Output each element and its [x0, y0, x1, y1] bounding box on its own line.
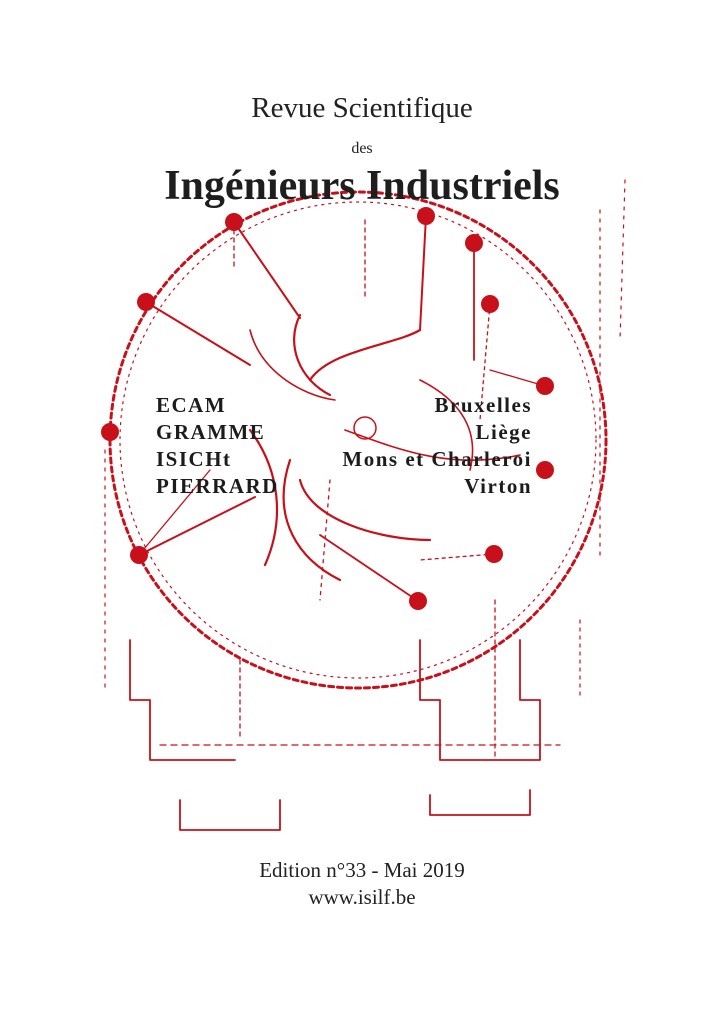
gear-inner-ring	[119, 201, 597, 679]
blade-1	[293, 313, 332, 397]
journal-title-line1: Revue Scientifique	[251, 92, 473, 124]
rod-11	[419, 553, 495, 561]
rod-10	[489, 369, 546, 387]
school-city: Mons et Charleroi	[342, 447, 532, 471]
website-link[interactable]: www.isilf.be	[308, 885, 416, 909]
pivot-dots	[101, 207, 554, 610]
rod-1	[233, 221, 301, 319]
blade-7	[344, 429, 521, 461]
center-hub	[353, 416, 377, 440]
journal-title-connector: des	[351, 140, 373, 157]
school-name: ECAM	[156, 393, 227, 417]
school-name: PIERRARD	[156, 474, 279, 498]
journal-title-main: Ingénieurs Industriels	[164, 163, 560, 209]
school-city: Liège	[475, 420, 532, 444]
school-city: Bruxelles	[434, 393, 532, 417]
rod-8	[138, 469, 211, 556]
base-left	[129, 639, 236, 761]
school-city: Virton	[464, 474, 532, 498]
base-right	[419, 639, 541, 761]
blade-4	[282, 458, 342, 582]
foot-right	[429, 789, 531, 816]
school-name: ISICHt	[156, 447, 232, 471]
edition-info: Edition n°33 - Mai 2019	[259, 858, 465, 882]
frame-post-4	[619, 179, 626, 341]
rod-7	[138, 496, 256, 556]
blade-2	[308, 328, 422, 382]
rod-3	[145, 301, 251, 366]
blade-3	[249, 329, 336, 401]
blade-5	[298, 478, 432, 542]
rod-4	[419, 215, 427, 331]
foot-left	[179, 799, 281, 831]
rod-6	[479, 303, 491, 421]
blade-8	[419, 379, 474, 471]
school-name: GRAMME	[156, 420, 266, 444]
rod-9	[319, 534, 419, 602]
blade-6	[248, 428, 279, 567]
